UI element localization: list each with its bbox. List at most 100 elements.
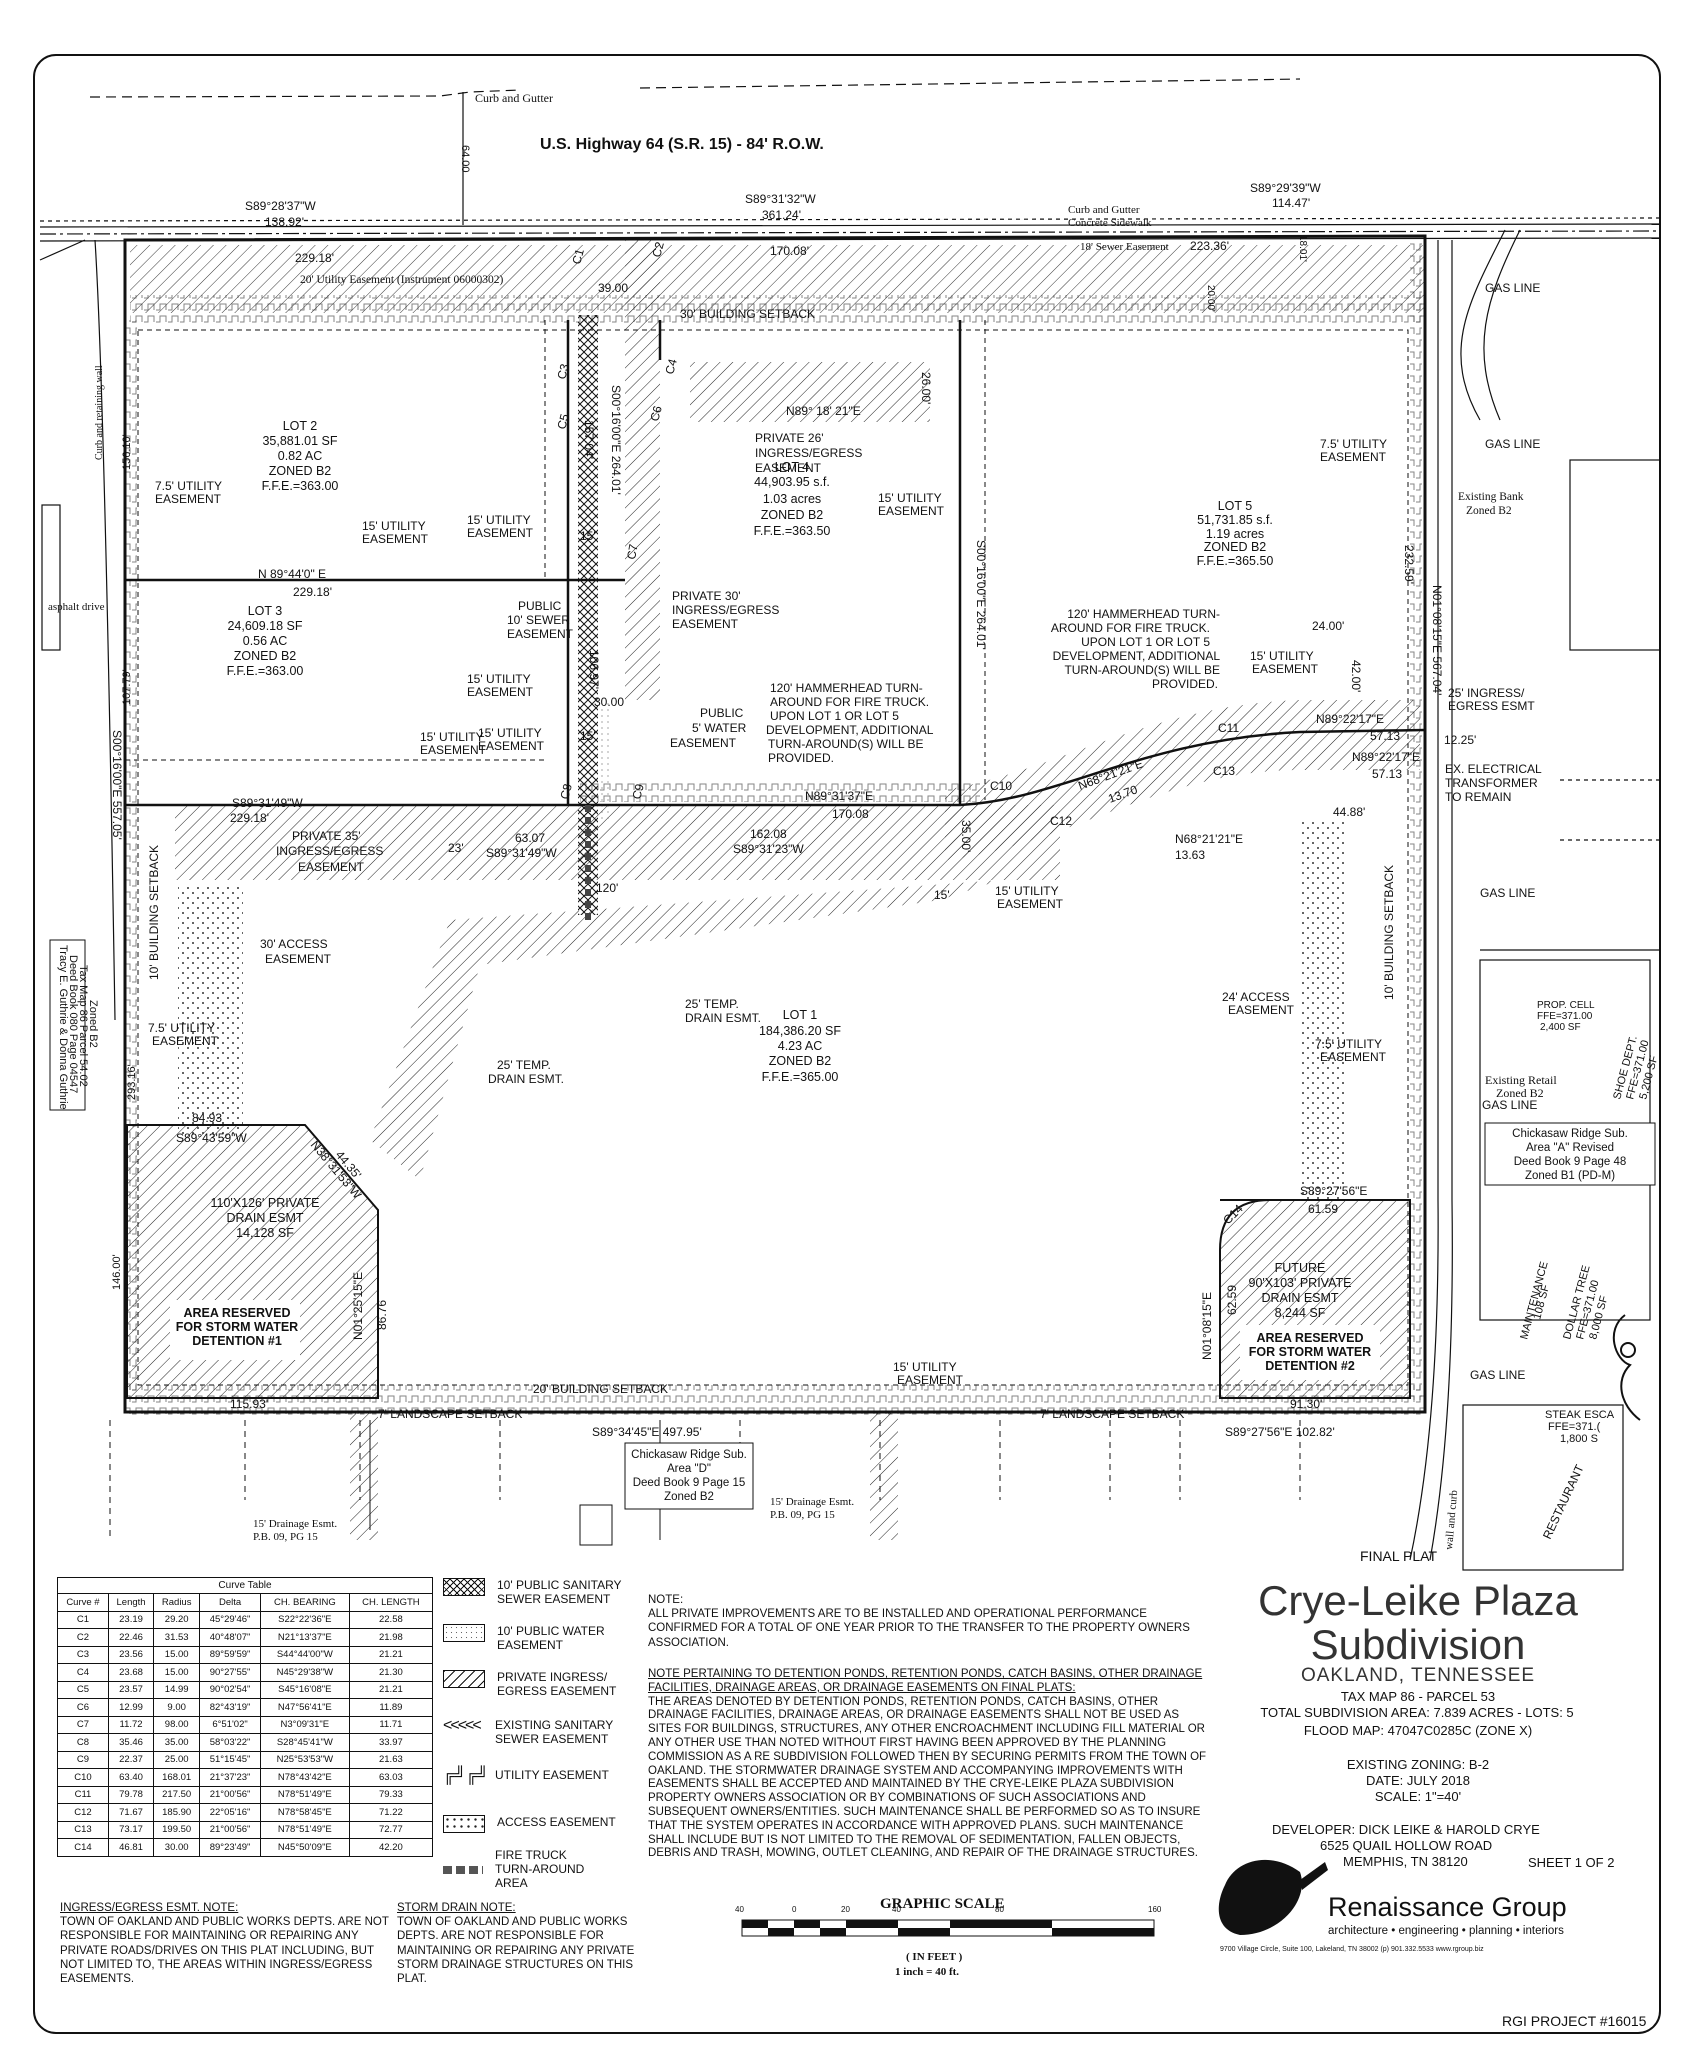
legend-item: <<<<< EXISTING SANITARY SEWER EASEMENT (443, 1718, 640, 1747)
general-note: NOTE: ALL PRIVATE IMPROVEMENTS ARE TO BE… (648, 1593, 1193, 1650)
label: 170.08 (832, 807, 869, 821)
curve-table-cell: 35.00 (153, 1733, 201, 1752)
curve-table-cell: N45°50'09"E (259, 1838, 350, 1857)
detention-note-title: NOTE PERTAINING TO DETENTION PONDS, RETE… (648, 1668, 1203, 1694)
curve-table-cell: 9.00 (153, 1698, 201, 1717)
label: 229.18' (230, 811, 269, 825)
label: 7.5' UTILITY (1320, 437, 1387, 451)
label: PROP. CELL (1537, 1000, 1595, 1011)
label: UPON LOT 1 OR LOT 5 (1081, 635, 1210, 649)
label: asphalt drive (48, 601, 105, 613)
graphic-scale-title: GRAPHIC SCALE (880, 1896, 1005, 1912)
lot-2-ac: 0.82 AC (278, 449, 322, 463)
label: 42.00' (1349, 660, 1363, 692)
label: INGRESS/EGRESS (755, 446, 862, 460)
building-setback-30 (130, 295, 1425, 325)
scale-ratio: 1 inch = 40 ft. (895, 1966, 960, 1978)
label: 35.00' (959, 820, 973, 852)
curve-table-cell: C9 (57, 1750, 109, 1769)
label: 5' WATER (692, 721, 747, 735)
label: 138.92' (265, 215, 304, 229)
zoning: EXISTING ZONING: B-2 (1346, 1757, 1490, 1772)
curve-table-cell: N78°51'49"E (259, 1785, 350, 1804)
lot-1-sf: 184,386.20 SF (759, 1024, 841, 1038)
label: DRAIN ESMT (1261, 1291, 1338, 1305)
curve-table-cell: N45°29'38"W (259, 1663, 350, 1682)
label: S89°34'45"E 497.95' (592, 1425, 702, 1439)
highway-label: U.S. Highway 64 (S.R. 15) - 84' R.O.W. (540, 136, 824, 153)
label: 57.13 (1370, 729, 1400, 743)
curve-table-cell: S44°44'00"W (259, 1645, 350, 1664)
label: 24' ACCESS (1222, 990, 1290, 1004)
label: N 89°44'0" E (258, 567, 326, 581)
curve-table-cell: 31.53 (153, 1628, 201, 1647)
company-address: 9700 Village Circle, Suite 100, Lakeland… (1220, 1946, 1484, 1953)
label: FFE=371.00 (1537, 1011, 1593, 1022)
scale-tick: 0 (792, 1905, 797, 1914)
label: 2,400 SF (1540, 1022, 1581, 1033)
curve-table-cell: C11 (57, 1785, 109, 1804)
label: EASEMENT (1320, 1050, 1387, 1064)
label: 10' BUILDING SETBACK (147, 845, 161, 980)
label: GAS LINE (1482, 1098, 1537, 1112)
label: 91.30' (1290, 1397, 1322, 1411)
curve-table-cell: 199.50 (153, 1820, 201, 1839)
label: 64.00 (459, 145, 471, 173)
curve-table-cell: 6°51'02" (199, 1715, 261, 1734)
label: EASEMENT (997, 897, 1064, 911)
label: 15' Drainage Esmt. (770, 1496, 854, 1508)
label: 44.88' (1333, 805, 1365, 819)
label: 15' UTILITY (478, 726, 542, 740)
label: N01°08'15"E (1200, 1292, 1214, 1360)
storm-note-body: TOWN OF OAKLAND AND PUBLIC WORKS DEPTS. … (397, 1916, 635, 1986)
developer-name: DEVELOPER: DICK LEIKE & HAROLD CRYE (1272, 1822, 1540, 1837)
label: DEVELOPMENT, ADDITIONAL (1053, 649, 1221, 663)
curve-table-cell: 72.77 (348, 1820, 434, 1839)
lot-5-sf: 51,731.85 s.f. (1197, 513, 1273, 527)
curve-table-cell: 185.90 (153, 1803, 201, 1822)
label: 7.5' UTILITY (155, 479, 222, 493)
label: Deed Book 9 Page 15 (633, 1477, 746, 1489)
label: Zoned B2 (1496, 1086, 1544, 1100)
label: Zoned B2 (87, 1000, 99, 1048)
legend-item: FIRE TRUCK TURN-AROUND AREA (443, 1848, 605, 1890)
label: 20' Utility Easement (Instrument 0600030… (300, 274, 503, 286)
label: EASEMENT (878, 504, 945, 518)
label: 62.59 (1225, 1285, 1239, 1315)
curve-table-cell: 22.37 (107, 1750, 155, 1769)
curve-table-cell: 29.20 (153, 1610, 201, 1629)
label: DRAIN ESMT. (685, 1011, 761, 1025)
legend-label: EXISTING SANITARY SEWER EASEMENT (495, 1718, 614, 1746)
curve-table-cell: 89°23'49" (199, 1838, 261, 1857)
subdivision-name-line: Crye-Leike Plaza (1258, 1577, 1578, 1624)
curve-table-cell: 21.30 (348, 1663, 434, 1682)
label: 30' BUILDING SETBACK (680, 307, 815, 321)
lot-4-zone: ZONED B2 (761, 508, 824, 522)
label: PUBLIC (700, 706, 744, 720)
label: EGRESS ESMT (1448, 699, 1535, 713)
label: PRIVATE 35' (292, 829, 361, 843)
curve-table-cell: N25°53'53"W (259, 1750, 350, 1769)
label: S89°31'32"W (745, 192, 816, 206)
label: 7.5' UTILITY (1315, 1037, 1382, 1051)
label: EASEMENT (1320, 450, 1387, 464)
north-arrow-icon (1612, 1314, 1641, 1421)
right-setback (1410, 240, 1422, 1400)
curve-table-cell: C5 (57, 1680, 109, 1699)
curve-table-cell: 14.99 (153, 1680, 201, 1699)
label: S89°29'39"W (1250, 181, 1321, 195)
ingress-note-title: INGRESS/EGRESS ESMT. NOTE: (60, 1902, 239, 1914)
label: EASEMENT (298, 860, 365, 874)
company-tagline: architecture • engineering • planning • … (1328, 1925, 1564, 1937)
label: S89°31'49"W (486, 846, 557, 860)
label: EASEMENT (672, 617, 739, 631)
label: EASEMENT (467, 685, 534, 699)
lot-1-ffe: F.F.E.=365.00 (762, 1070, 839, 1084)
label: 115.93' (230, 1397, 268, 1411)
label: FUTURE (1275, 1261, 1326, 1275)
label: S89°43'59"W (176, 1131, 247, 1145)
legend-label: 10' PUBLIC WATER EASEMENT (497, 1624, 605, 1652)
